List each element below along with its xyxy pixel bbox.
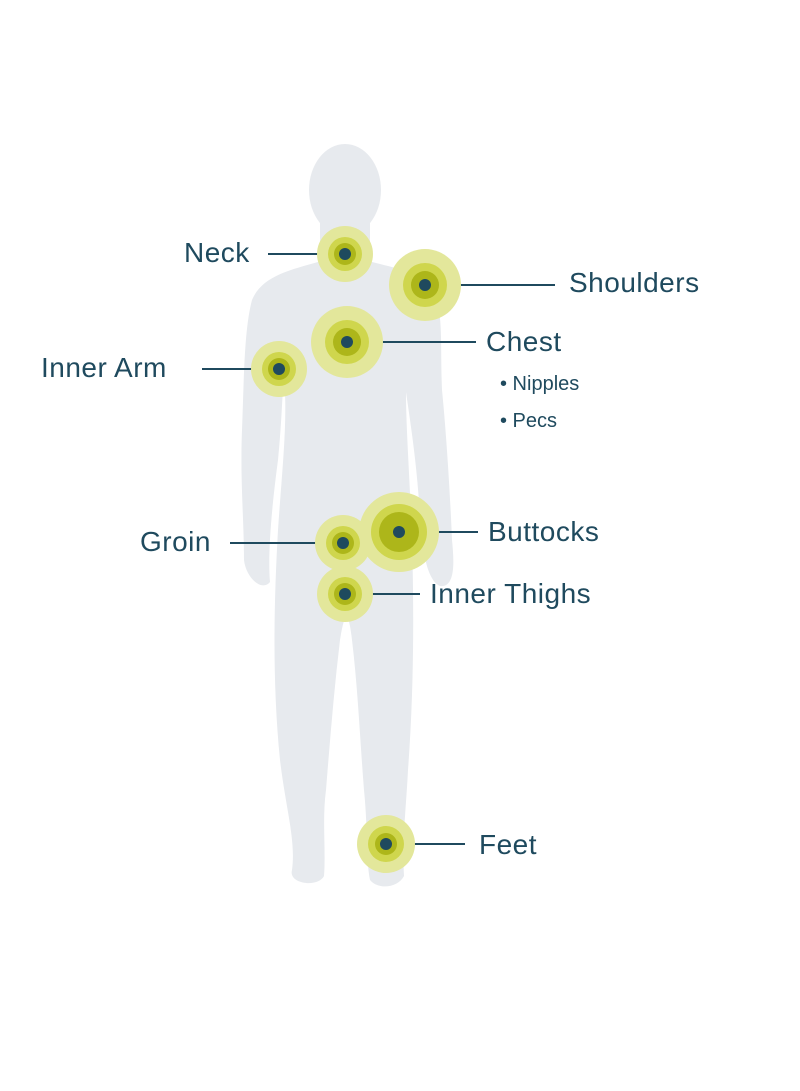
marker-dot [393, 526, 405, 538]
marker-dot [419, 279, 431, 291]
marker-dot [380, 838, 392, 850]
label-feet: Feet [479, 829, 538, 860]
label-nipples: • Nipples [500, 373, 580, 395]
marker-inner-arm [251, 341, 307, 397]
label-buttocks: Buttocks [488, 516, 600, 547]
silhouette-head [309, 144, 381, 236]
label-inner-thighs: Inner Thighs [430, 578, 592, 609]
marker-dot [273, 363, 285, 375]
marker-inner-thighs [317, 566, 373, 622]
marker-shoulders [389, 249, 461, 321]
label-shoulders: Shoulders [569, 267, 700, 298]
marker-buttocks [359, 492, 439, 572]
marker-neck [317, 226, 373, 282]
label-groin: Groin [140, 526, 211, 557]
label-pecs: • Pecs [500, 410, 558, 432]
marker-feet [357, 815, 415, 873]
marker-dot [341, 336, 353, 348]
marker-groin [315, 515, 371, 571]
marker-dot [337, 537, 349, 549]
label-chest: Chest [486, 326, 562, 357]
marker-dot [339, 248, 351, 260]
label-neck: Neck [184, 237, 250, 268]
label-inner-arm: Inner Arm [41, 352, 167, 383]
marker-dot [339, 588, 351, 600]
marker-chest [311, 306, 383, 378]
